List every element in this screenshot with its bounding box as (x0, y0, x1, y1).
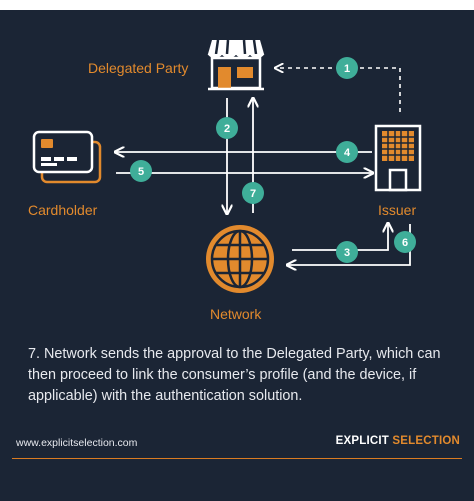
step-number: 2 (224, 123, 230, 135)
step-number: 3 (344, 247, 350, 259)
delegated-party-label: Delegated Party (88, 60, 189, 76)
step-badge-1: 1 (336, 57, 358, 79)
step-number: 5 (138, 166, 144, 178)
step-badge-7: 7 (242, 182, 264, 204)
step-badge-6: 6 (394, 231, 416, 253)
arrow-step-1 (276, 68, 401, 112)
brand-logo: EXPLICIT SELECTION (336, 435, 460, 447)
step-number: 1 (344, 63, 350, 75)
step-badge-3: 3 (336, 241, 358, 263)
network-label: Network (210, 306, 262, 322)
website-link[interactable]: www.explicitselection.com (16, 437, 138, 449)
issuer-label: Issuer (378, 202, 417, 218)
flow-diagram: 1 2 3 4 5 6 7 (32, 39, 422, 293)
step-description: 7. Network sends the approval to the Del… (28, 346, 441, 404)
cardholder-label: Cardholder (28, 202, 98, 218)
credit-card-icon (32, 130, 102, 184)
step-badge-4: 4 (336, 141, 358, 163)
step-badge-5: 5 (130, 160, 152, 182)
step-number: 6 (402, 237, 408, 249)
brand-word-2: SELECTION (392, 435, 460, 447)
globe-icon (206, 225, 274, 293)
step-number: 7 (250, 188, 256, 200)
bank-building-icon (374, 124, 422, 192)
storefront-icon (207, 39, 265, 91)
top-border (0, 0, 474, 10)
step-number: 4 (344, 147, 351, 159)
footer-divider (12, 458, 462, 459)
step-badge-2: 2 (216, 117, 238, 139)
arrow-step-3 (292, 224, 388, 251)
brand-word-1: EXPLICIT (335, 435, 389, 447)
